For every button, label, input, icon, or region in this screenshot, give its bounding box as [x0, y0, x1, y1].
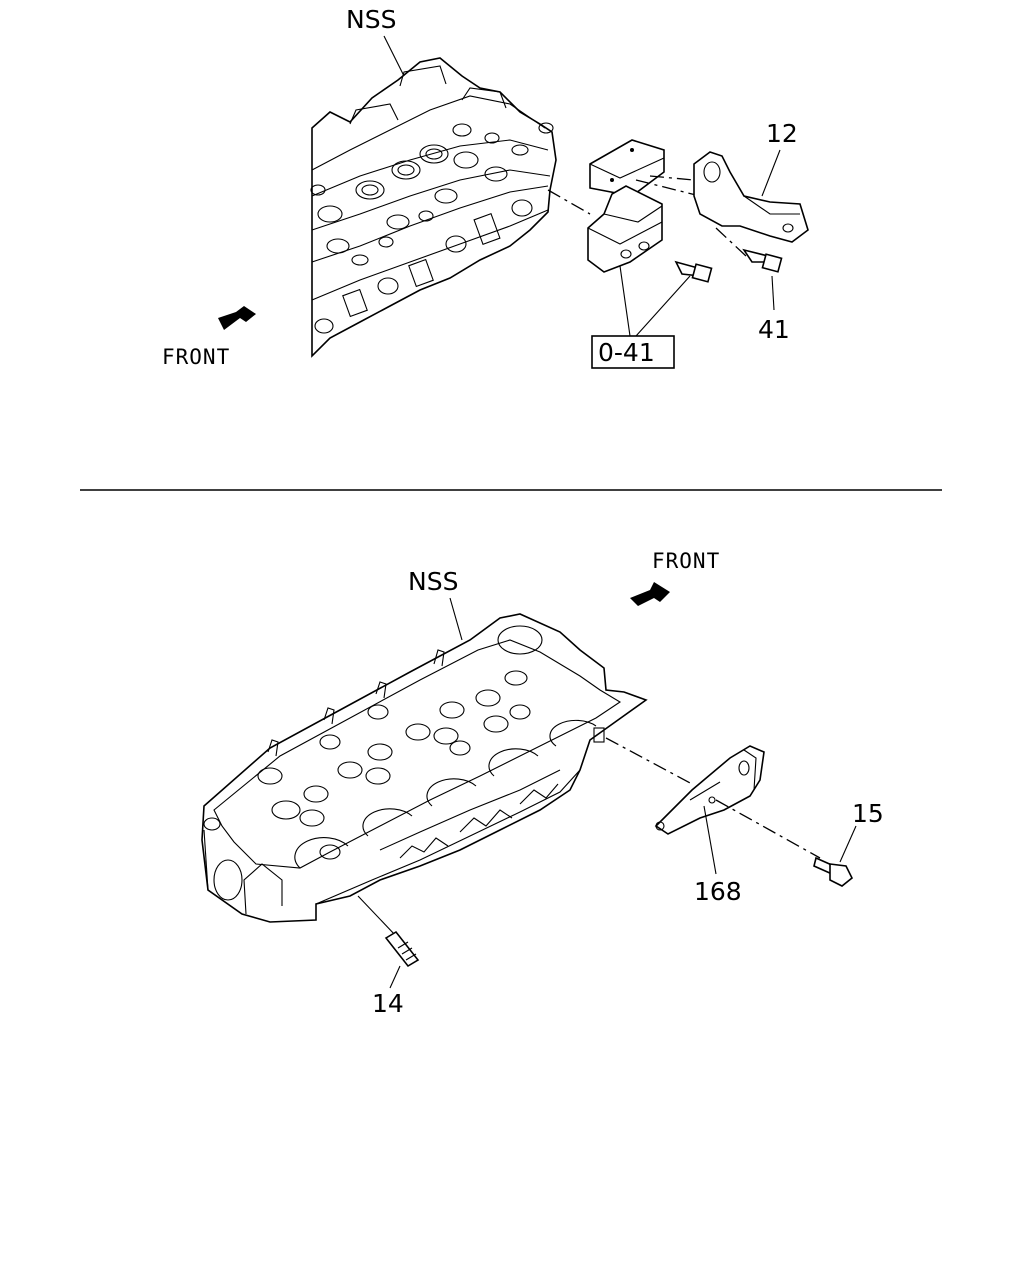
top-41-label: 41	[758, 315, 790, 344]
top-cylinder-head	[310, 57, 557, 358]
bottom-bolt-15	[813, 856, 854, 887]
top-bracket-centerline-1	[635, 179, 701, 197]
bottom-nss-label: NSS	[408, 567, 458, 596]
top-12-leader	[761, 149, 781, 197]
bottom-15-label: 15	[852, 799, 884, 828]
top-front-arrow-icon	[218, 306, 256, 330]
bottom-front-arrow-icon	[630, 582, 670, 606]
bottom-14-label: 14	[372, 989, 404, 1018]
bottom-14-leader	[389, 965, 401, 989]
bottom-bolt15-centerline	[715, 799, 821, 859]
bottom-nss-leader	[449, 597, 463, 641]
top-12-label: 12	[766, 119, 798, 148]
bottom-bracket-168	[654, 745, 765, 835]
top-front-label: FRONT	[162, 345, 230, 369]
bottom-stud-leader	[357, 895, 397, 937]
top-bolt-41	[742, 248, 783, 273]
bottom-cylinder-head	[201, 613, 648, 923]
top-41-leader	[771, 275, 775, 311]
top-bolt41-centerline	[715, 227, 747, 257]
top-0-41-leader-a	[619, 265, 631, 337]
top-nss-leader	[383, 35, 405, 77]
top-bolt-0-41	[674, 260, 713, 283]
top-0-41-leader-b	[635, 275, 691, 337]
top-mounting-block	[587, 139, 665, 273]
bottom-front-label: FRONT	[652, 549, 720, 573]
bottom-168-label: 168	[694, 877, 742, 906]
top-0-41-label: 0-41	[598, 338, 655, 367]
top-mount-centerline	[547, 189, 591, 215]
bottom-15-leader	[839, 825, 857, 863]
top-0-41-box	[591, 335, 675, 369]
top-nss-label: NSS	[346, 5, 396, 34]
bottom-bracket-centerline	[605, 737, 693, 785]
top-bracket-12	[693, 151, 809, 243]
bottom-stud-14	[384, 930, 420, 968]
bottom-168-leader	[703, 805, 717, 875]
